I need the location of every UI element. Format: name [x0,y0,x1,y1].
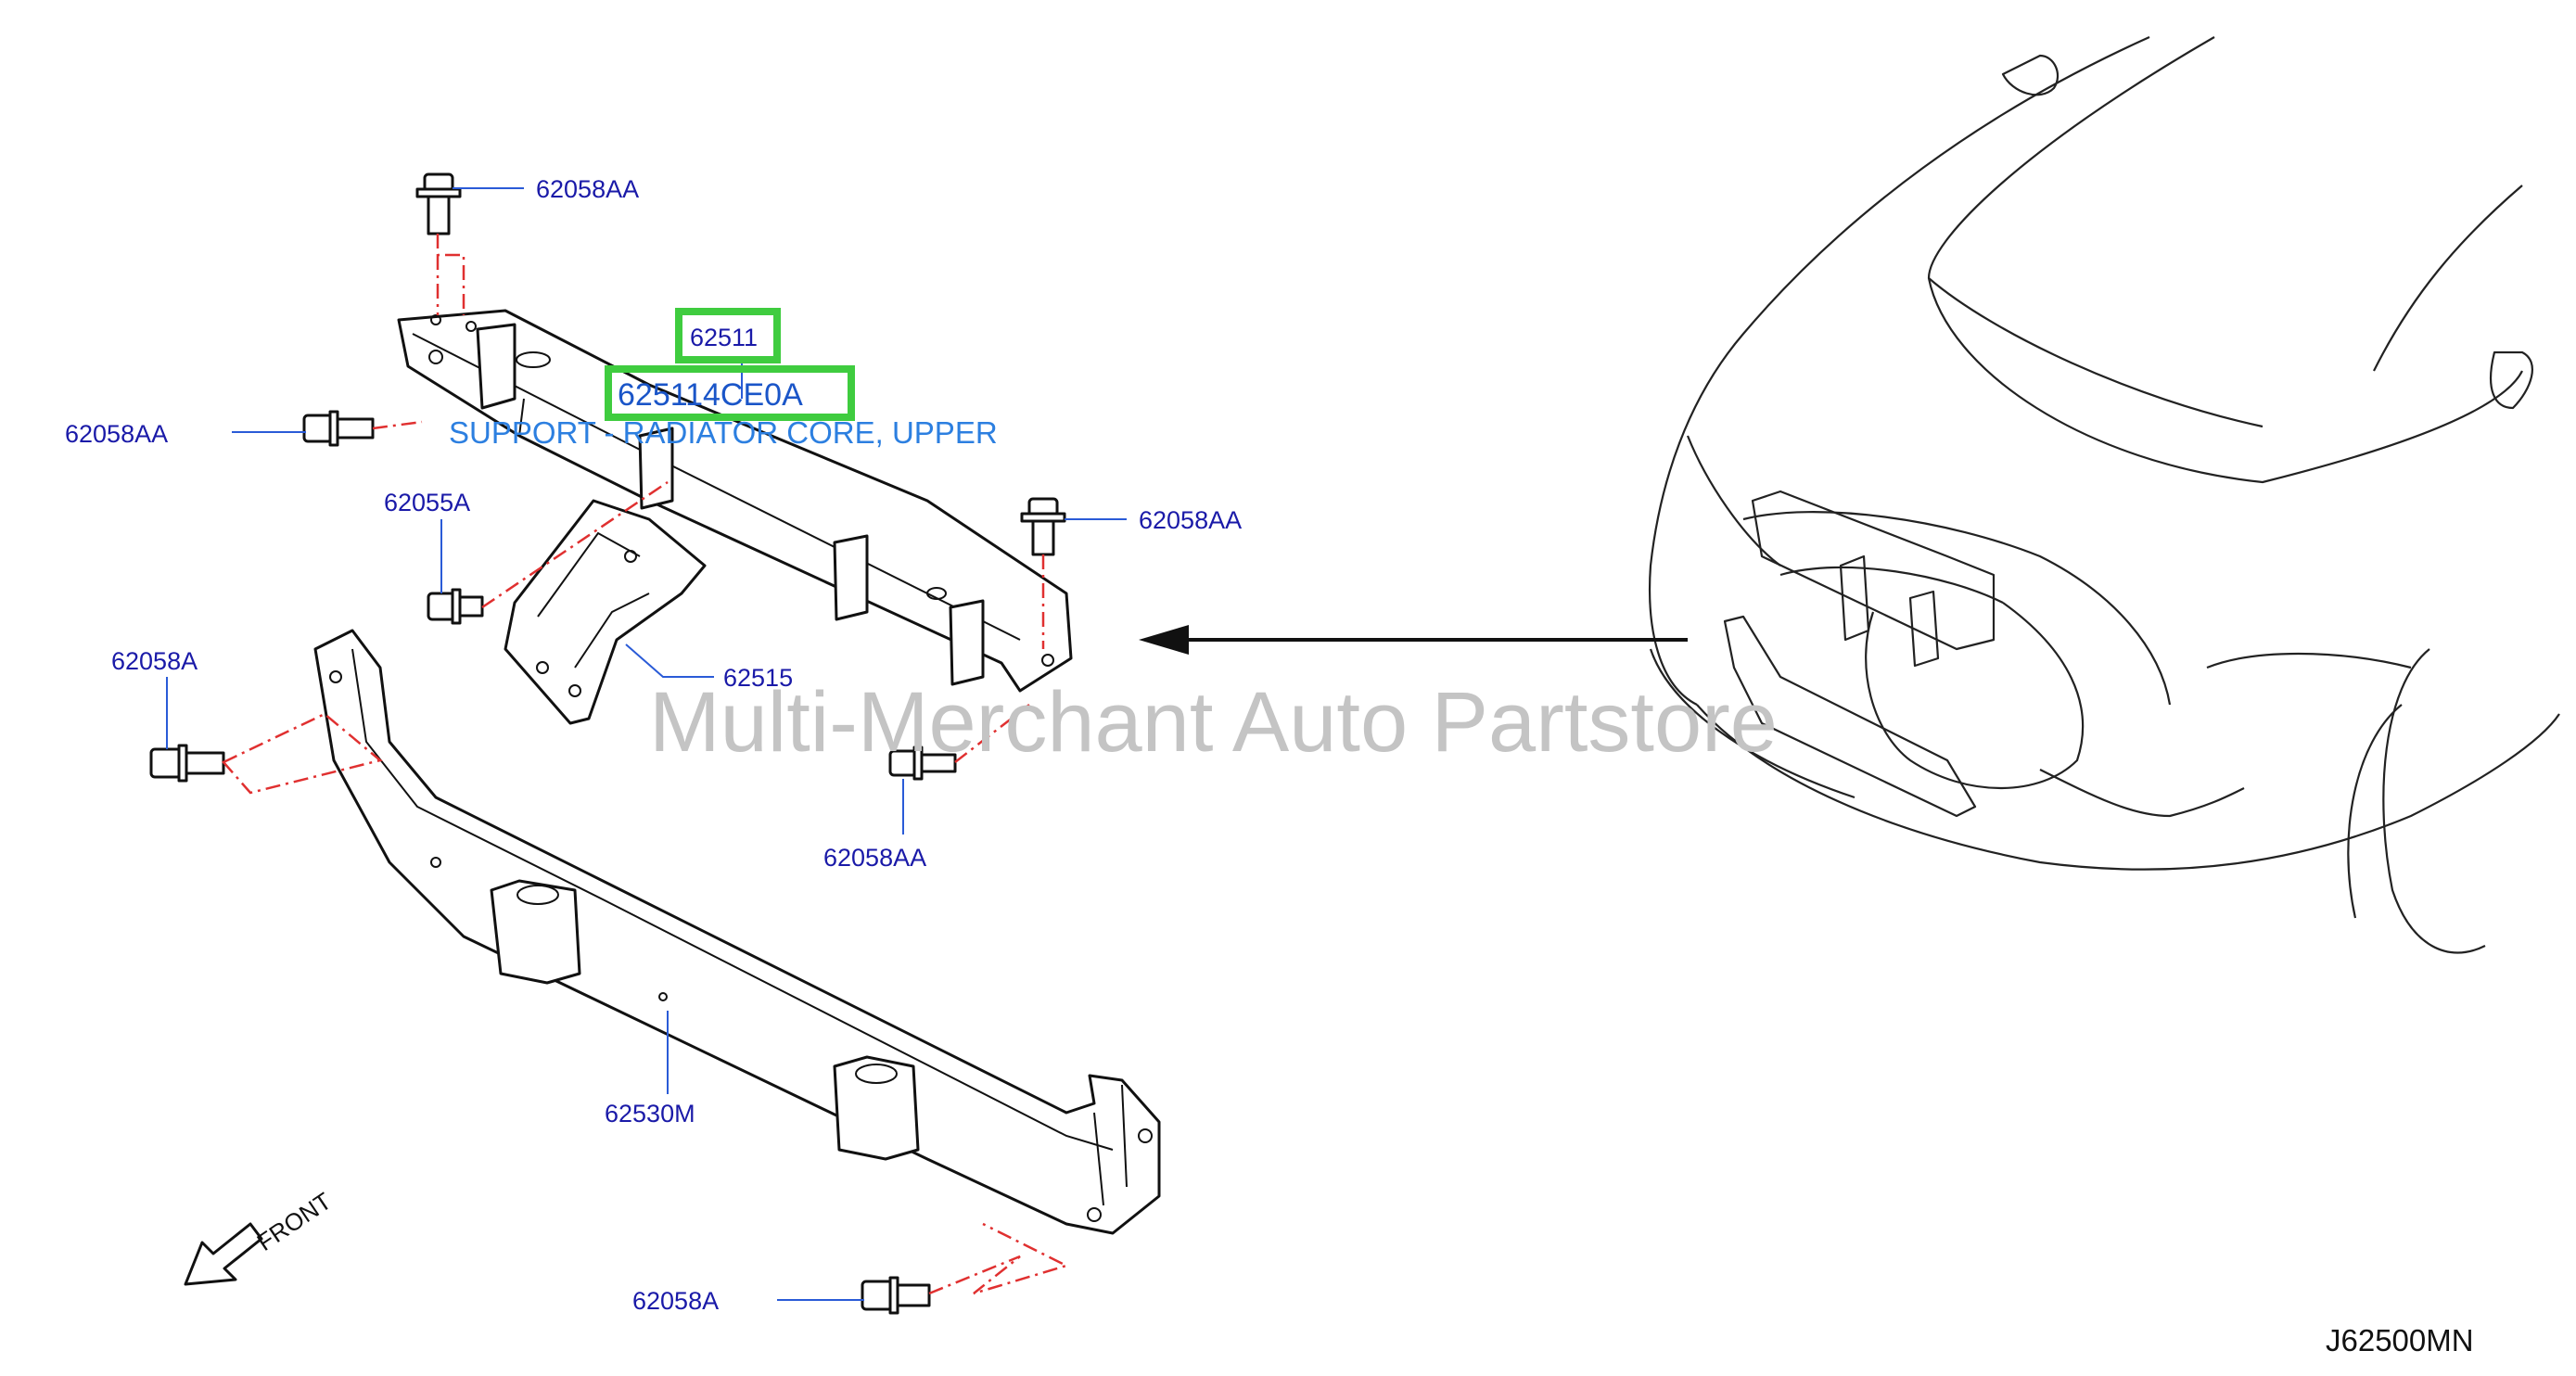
screw-icon[interactable] [427,588,484,625]
highlight-box-62511 [675,308,781,363]
bolt-icon[interactable] [1020,497,1066,556]
reference-arrow [1139,625,1688,655]
upper-support-part[interactable] [397,309,1073,693]
label-62055A[interactable]: 62055A [384,489,470,516]
front-arrow-icon [184,1222,263,1286]
bolt-icon[interactable] [415,172,462,236]
label-62530M[interactable]: 62530M [605,1100,695,1128]
vehicle-illustration [1648,35,2560,954]
label-62511[interactable]: 62511 [690,324,758,351]
label-62058AA-right[interactable]: 62058AA [1139,506,1242,534]
bracket-part[interactable] [504,499,707,725]
highlight-box-625114CE0A [605,365,855,421]
watermark: Multi-Merchant Auto Partstore [649,675,1778,770]
bolt-icon[interactable] [149,744,225,783]
label-62058A-bottom[interactable]: 62058A [632,1287,719,1315]
diagram-code: J62500MN [2326,1323,2474,1357]
bolt-icon[interactable] [861,1276,931,1315]
front-label: FRONT [252,1187,337,1256]
label-62058A-left[interactable]: 62058A [111,647,198,675]
part-number-label[interactable]: 625114CE0A [618,377,803,413]
installation-lines [221,234,1070,1295]
bolt-icon[interactable] [302,410,375,447]
part-description: SUPPORT - RADIATOR CORE, UPPER [449,415,998,450]
label-62515[interactable]: 62515 [723,664,793,692]
label-62058AA-mid[interactable]: 62058AA [823,844,926,872]
label-62058AA-left[interactable]: 62058AA [65,420,168,448]
lower-member-part[interactable] [313,629,1161,1235]
label-62058AA-top[interactable]: 62058AA [536,175,639,203]
bolt-icon[interactable] [888,745,957,781]
leader-lines [166,187,1127,1301]
